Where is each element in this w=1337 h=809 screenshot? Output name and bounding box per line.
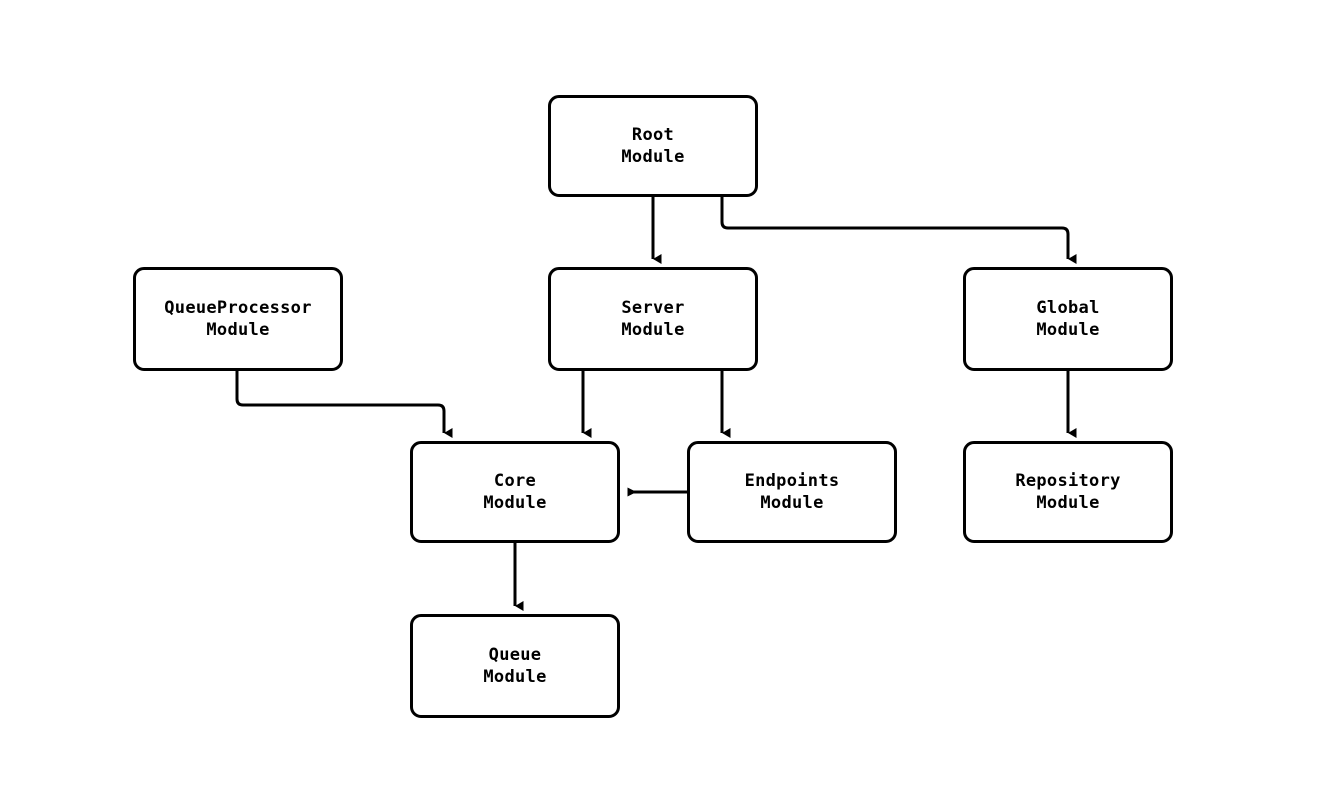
edge-queueprocessor-to-core [235, 371, 453, 438]
node-repository-suffix: Module [1036, 493, 1100, 513]
node-endpoints-name: Endpoints [744, 471, 840, 491]
node-queueprocessor-suffix: Module [206, 320, 270, 340]
node-root-name: Root [631, 125, 675, 145]
node-server-suffix: Module [621, 320, 685, 340]
node-queue-name: Queue [488, 645, 542, 665]
edge-root-to-global [720, 197, 1077, 264]
node-endpoints-suffix: Module [760, 493, 824, 513]
node-queue-suffix: Module [483, 667, 547, 687]
node-server-name: Server [621, 298, 685, 318]
node-core-suffix: Module [483, 493, 547, 513]
node-global-name: Global [1036, 298, 1100, 318]
node-global-suffix: Module [1036, 320, 1100, 340]
node-core-name: Core [493, 471, 537, 491]
node-queueprocessor-name: QueueProcessor [164, 298, 312, 318]
node-root-suffix: Module [621, 147, 685, 167]
node-repository-name: Repository [1015, 471, 1121, 491]
